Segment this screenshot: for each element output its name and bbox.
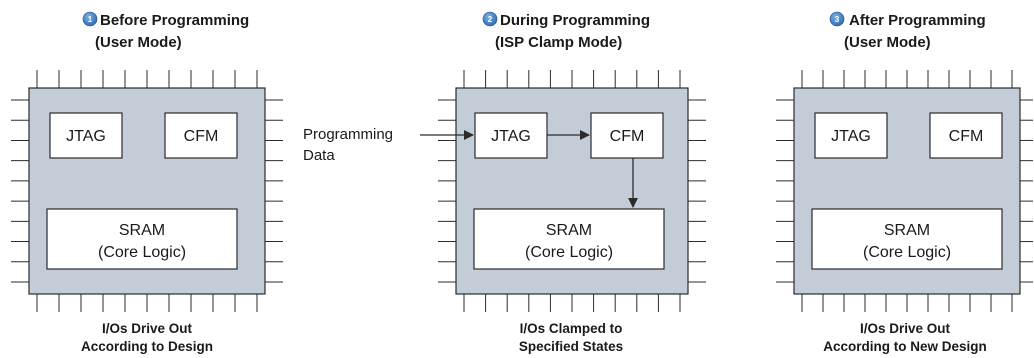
stage-1-title-line2: (User Mode) [95, 34, 182, 51]
step-1-badge-icon [82, 11, 98, 27]
stage-1: 1 Before Programming (User Mode) JTAG CF… [11, 11, 283, 354]
stage-1-pins [11, 70, 283, 312]
stage-3-caption-line1: I/Os Drive Out [860, 321, 951, 336]
stage-1-sram-box [46, 208, 238, 270]
programming-data-label-line2: Data [303, 147, 335, 164]
stage-3: 3 After Programming (User Mode) JTAG CFM… [776, 11, 1033, 354]
step-1-badge-number: 1 [88, 15, 93, 24]
step-3-badge-icon [829, 11, 845, 27]
stage-3-cfm-label: CFM [949, 128, 984, 145]
stage-2-title-line2: (ISP Clamp Mode) [495, 34, 622, 51]
stage-3-caption-line2: According to New Design [823, 339, 987, 354]
stage-3-sram-sublabel: (Core Logic) [863, 244, 951, 261]
stage-1-sram-label: SRAM [119, 222, 165, 239]
stage-1-title-line1: Before Programming [100, 12, 249, 29]
stage-1-jtag-box [49, 112, 123, 159]
stage-2-sram-label: SRAM [546, 222, 592, 239]
stage-2-jtag-box [474, 112, 548, 159]
stage-2-sram-sublabel: (Core Logic) [525, 244, 613, 261]
step-2-badge-icon [482, 11, 498, 27]
stage-1-caption-line1: I/Os Drive Out [102, 321, 193, 336]
stage-1-cfm-box [164, 112, 238, 159]
stage-1-cfm-label: CFM [184, 128, 219, 145]
stage-3-title-line2: (User Mode) [844, 34, 931, 51]
stage-2-caption-line1: I/Os Clamped to [520, 321, 623, 336]
stage-3-sram-label: SRAM [884, 222, 930, 239]
stage-3-pins [776, 70, 1033, 312]
stage-1-sram-sublabel: (Core Logic) [98, 244, 186, 261]
stage-2-sram-box [473, 208, 665, 270]
stage-2-jtag-label: JTAG [491, 128, 531, 145]
stage-2-pins [438, 70, 706, 312]
stage-3-cfm-box [929, 112, 1003, 159]
stage-3-jtag-box [814, 112, 888, 159]
stage-3-jtag-label: JTAG [831, 128, 871, 145]
stage-2: 2 During Programming (ISP Clamp Mode) JT… [303, 11, 706, 354]
step-3-badge-number: 3 [835, 15, 840, 24]
stage-3-sram-box [811, 208, 1003, 270]
stage-2-cfm-label: CFM [610, 128, 645, 145]
stage-2-cfm-box [590, 112, 664, 159]
stage-1-jtag-label: JTAG [66, 128, 106, 145]
stage-2-title-line1: During Programming [500, 12, 650, 29]
stage-1-caption-line2: According to Design [81, 339, 213, 354]
stage-3-title-line1: After Programming [849, 12, 986, 29]
programming-data-label-line1: Programming [303, 126, 393, 143]
stage-2-caption-line2: Specified States [519, 339, 623, 354]
step-2-badge-number: 2 [488, 15, 493, 24]
